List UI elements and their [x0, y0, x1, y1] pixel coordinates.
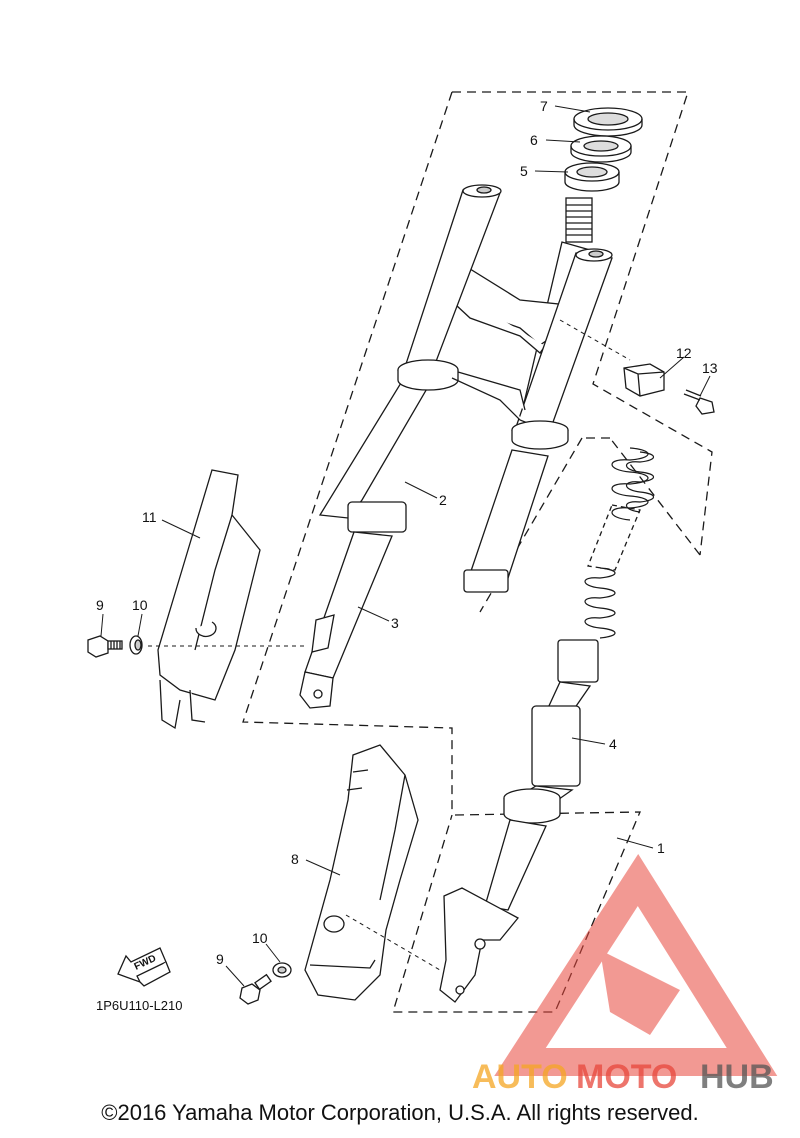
bearing-race-top — [573, 107, 643, 137]
watermark-part-moto: MOTO — [576, 1058, 677, 1096]
callout-leaders — [100, 105, 711, 987]
callout-8: 8 — [291, 851, 299, 867]
callout-9-bottom: 9 — [216, 951, 224, 967]
collar-left — [129, 635, 143, 655]
bearing-race-bottom — [564, 162, 620, 192]
callout-labels: 7 6 5 2 3 4 1 8 11 9 10 12 13 10 9 — [96, 98, 718, 967]
collar-bottom — [272, 962, 292, 978]
under-bracket — [397, 359, 569, 450]
fork-guard-right — [304, 744, 419, 1001]
callout-12: 12 — [676, 345, 692, 361]
callout-1: 1 — [657, 840, 665, 856]
callout-4: 4 — [609, 736, 617, 752]
callout-3: 3 — [391, 615, 399, 631]
bolt-bottom — [239, 973, 272, 1005]
watermark-text: AUTO MOTO HUB — [472, 1058, 774, 1096]
copyright-notice: ©2016 Yamaha Motor Corporation, U.S.A. A… — [101, 1100, 699, 1125]
callout-6: 6 — [530, 132, 538, 148]
callout-11: 11 — [142, 509, 157, 525]
bolt-left — [87, 635, 123, 658]
fwd-arrow-icon — [117, 947, 171, 987]
callout-13: 13 — [702, 360, 718, 376]
watermark-part-hub: HUB — [700, 1058, 774, 1096]
bracket-block — [623, 363, 665, 397]
outer-tube-right-bottom — [439, 887, 520, 1003]
callout-5: 5 — [520, 163, 528, 179]
callout-2: 2 — [439, 492, 447, 508]
bolt-bracket — [683, 389, 715, 415]
automotohub-logo-watermark — [494, 853, 778, 1076]
dust-seal — [570, 135, 632, 163]
fork-tube-left — [318, 184, 502, 519]
callout-7: 7 — [540, 98, 548, 114]
fork-spring-lower — [584, 567, 616, 639]
damper-rod — [484, 504, 641, 911]
fork-tube-right — [463, 248, 613, 593]
callout-9-left: 9 — [96, 597, 104, 613]
alignment-lines — [148, 319, 631, 971]
diagram-code: 1P6U110-L210 — [96, 998, 183, 1013]
callout-10-bottom: 10 — [252, 930, 268, 946]
outer-tube-left — [299, 501, 407, 709]
callout-10-left: 10 — [132, 597, 148, 613]
watermark-part-auto: AUTO — [472, 1058, 568, 1096]
fork-guard-left — [157, 469, 261, 730]
